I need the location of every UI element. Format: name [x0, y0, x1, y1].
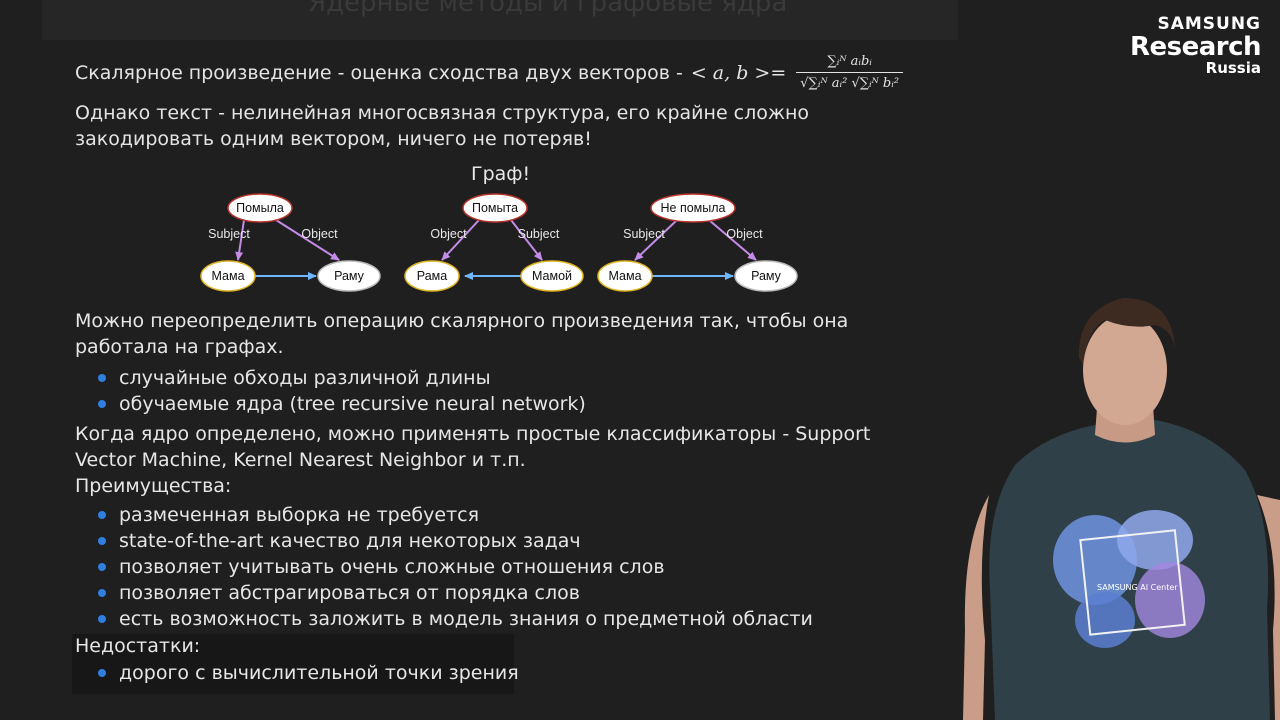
logo-line-2: Research: [1129, 32, 1262, 62]
node-left: [404, 260, 460, 292]
list-item: обучаемые ядра (tree recursive neural ne…: [75, 391, 586, 417]
paragraph-classifiers-text: Когда ядро определено, можно применять п…: [75, 423, 871, 471]
shirt-text: SAMSUNG AI Center: [1097, 583, 1178, 592]
edge-right-label: Subject: [518, 227, 560, 241]
list-item: дорого с вычислительной точки зрения: [75, 660, 519, 686]
list-item: размеченная выборка не требуется: [75, 502, 813, 528]
node-top-label: Помыла: [236, 201, 284, 215]
paragraph-redefine: Можно переопределить операцию скалярного…: [75, 308, 925, 360]
bullet-list-disadvantages: дорого с вычислительной точки зрения: [75, 660, 519, 686]
edge-right-label: Object: [301, 227, 338, 241]
list-item: случайные обходы различной длины: [75, 365, 586, 391]
formula-denominator: √∑ᵢᴺ aᵢ² √∑ᵢᴺ bᵢ²: [796, 72, 904, 92]
list-item: есть возможность заложить в модель знани…: [75, 606, 813, 632]
node-right: [520, 260, 584, 292]
node-top: [227, 193, 293, 223]
node-right: [734, 260, 798, 292]
edge-left: [235, 219, 245, 261]
node-left-label: Мама: [608, 269, 641, 283]
node-right: [317, 260, 381, 292]
node-top-label: Помыта: [472, 201, 518, 215]
list-item: позволяет абстрагироваться от порядка сл…: [75, 580, 813, 606]
formula-text: Скалярное произведение - оценка сходства…: [75, 62, 683, 84]
node-left: [597, 260, 653, 292]
formula-line: Скалярное произведение - оценка сходства…: [75, 48, 945, 98]
title-bar: Ядерные методы и графовые ядра: [42, 0, 958, 40]
slide-title: Ядерные методы и графовые ядра: [308, 0, 788, 18]
node-right-label: Раму: [751, 269, 782, 283]
caption-shadow: [72, 634, 514, 694]
list-item: state-of-the-art качество для некоторых …: [75, 528, 813, 554]
paragraph-redefine-text: Можно переопределить операцию скалярного…: [75, 310, 849, 358]
list-item: позволяет учитывать очень сложные отноше…: [75, 554, 813, 580]
paragraph-text-structure: Однако текст - нелинейная многосвязная с…: [75, 102, 810, 150]
shirt-print: SAMSUNG AI Center: [1053, 510, 1205, 648]
node-top: [650, 193, 736, 223]
edge-left: [634, 219, 678, 261]
advantages-label: Преимущества:: [75, 475, 232, 497]
edge-right: [708, 219, 757, 261]
bullet-list-methods: случайные обходы различной длины обучаем…: [75, 365, 586, 417]
paragraph-classifiers: Когда ядро определено, можно применять п…: [75, 421, 925, 499]
disadvantages-label: Недостатки:: [75, 635, 201, 657]
graph-title: Граф!: [471, 163, 531, 185]
samsung-research-logo: SAMSUNG Research Russia: [1129, 14, 1262, 77]
edge-right: [275, 219, 340, 261]
edge-right: [510, 219, 543, 261]
edge-left: [441, 219, 480, 261]
formula-numerator: ∑ᵢᴺ aᵢbᵢ: [827, 54, 872, 69]
logo-line-1: SAMSUNG: [1157, 14, 1261, 34]
bullet-list-advantages: размеченная выборка не требуется state-o…: [75, 502, 813, 632]
edge-right-label: Object: [726, 227, 763, 241]
formula-lhs: < a, b >=: [690, 62, 787, 84]
node-right-label: Раму: [334, 269, 365, 283]
formula-fraction: ∑ᵢᴺ aᵢbᵢ √∑ᵢᴺ aᵢ² √∑ᵢᴺ bᵢ²: [796, 54, 904, 92]
content: Скалярное произведение - оценка сходства…: [75, 48, 945, 152]
node-right-label: Мамой: [532, 269, 572, 283]
logo-line-3: Russia: [1205, 59, 1261, 77]
presenter-image: SAMSUNG AI Center: [963, 298, 1280, 720]
edge-left-label: Subject: [208, 227, 250, 241]
node-left-label: Рама: [417, 269, 447, 283]
node-left: [200, 260, 256, 292]
edge-left-label: Object: [430, 227, 467, 241]
node-top: [462, 193, 528, 223]
node-left-label: Мама: [211, 269, 244, 283]
node-top-label: Не помыла: [661, 201, 726, 215]
edge-left-label: Subject: [623, 227, 665, 241]
